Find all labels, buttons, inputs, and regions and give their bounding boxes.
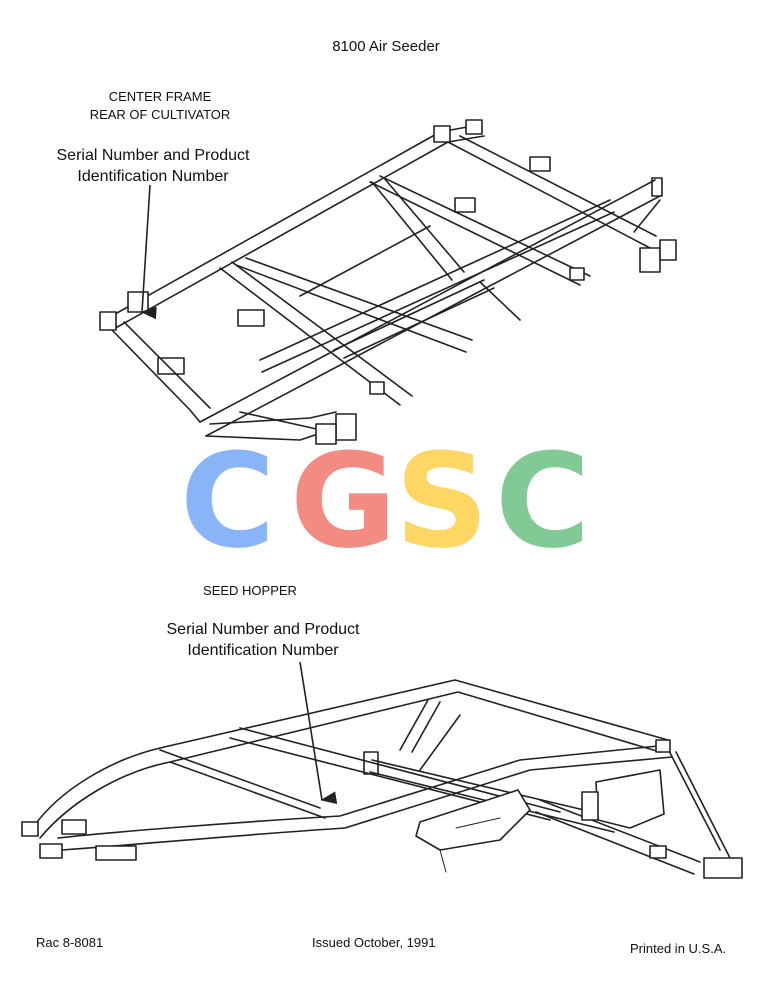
bottom-serial-callout-line1: Serial Number and Product xyxy=(166,621,360,638)
top-callout-arrow xyxy=(140,184,157,320)
doc-number: Rac 8-8081 xyxy=(36,935,104,950)
seed-hopper-drawing xyxy=(21,679,743,879)
seed-hopper-label: SEED HOPPER xyxy=(203,583,297,598)
center-frame-label-line2: REAR OF CULTIVATOR xyxy=(89,107,231,122)
top-serial-callout: Serial Number and Product Identification… xyxy=(30,145,276,187)
bottom-serial-callout: Serial Number and Product Identification… xyxy=(140,619,386,661)
bottom-callout-arrow xyxy=(299,661,338,805)
top-serial-callout-line2: Identification Number xyxy=(77,168,229,185)
center-frame-label: CENTER FRAME REAR OF CULTIVATOR xyxy=(60,88,260,124)
center-frame-label-line1: CENTER FRAME xyxy=(108,89,212,104)
top-serial-callout-line1: Serial Number and Product xyxy=(56,147,250,164)
printed-in: Printed in U.S.A. xyxy=(630,941,727,956)
watermark-letter-c1: C xyxy=(180,425,276,577)
center-frame-drawing xyxy=(99,119,677,445)
watermark-letter-c2: C xyxy=(495,425,591,577)
watermark-letter-s: S xyxy=(395,425,489,577)
issued-date: Issued October, 1991 xyxy=(312,935,436,950)
bottom-serial-callout-line2: Identification Number xyxy=(187,642,339,659)
page-title: 8100 Air Seeder xyxy=(332,38,440,55)
watermark-letter-g: G xyxy=(290,425,397,577)
